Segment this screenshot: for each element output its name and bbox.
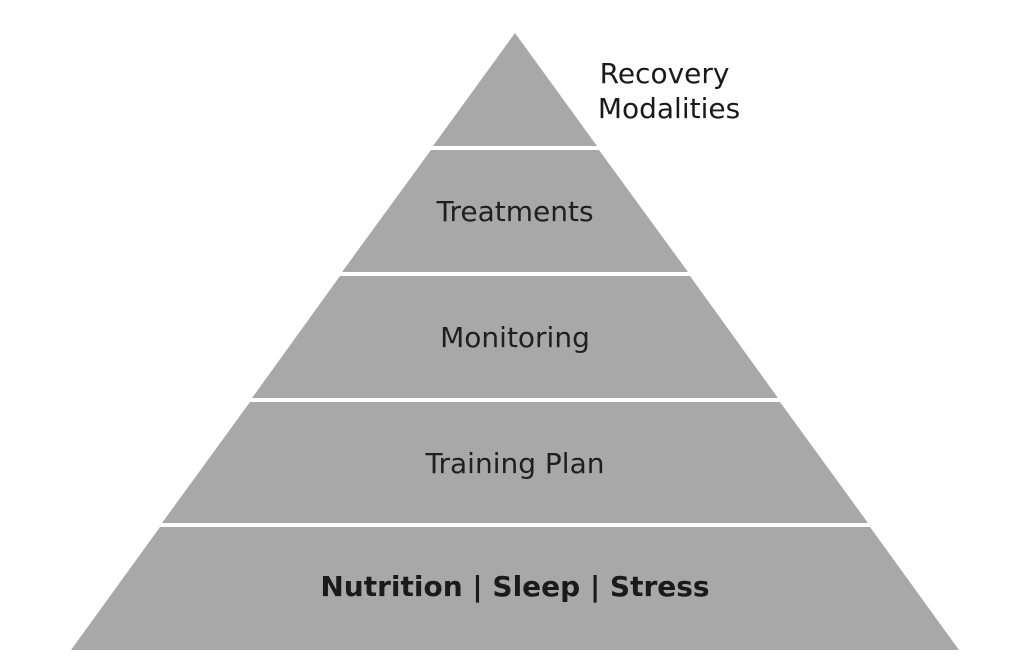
apex-label: Recovery Modalities: [598, 57, 740, 125]
tier-label-foundation: Nutrition | Sleep | Stress: [320, 570, 709, 603]
tier-label-training-plan: Training Plan: [425, 447, 605, 480]
apex-label-line2: Modalities: [598, 92, 740, 125]
pyramid-tier-monitoring: [252, 276, 778, 398]
pyramid-tier-foundation: [71, 527, 959, 650]
pyramid-tier-treatments: [342, 150, 688, 272]
pyramid-tier-apex: [433, 33, 597, 146]
pyramid-tier-training-plan: [162, 402, 868, 523]
tier-label-monitoring: Monitoring: [440, 321, 590, 354]
tier-label-treatments: Treatments: [435, 195, 593, 228]
apex-label-line1: Recovery: [600, 57, 730, 90]
